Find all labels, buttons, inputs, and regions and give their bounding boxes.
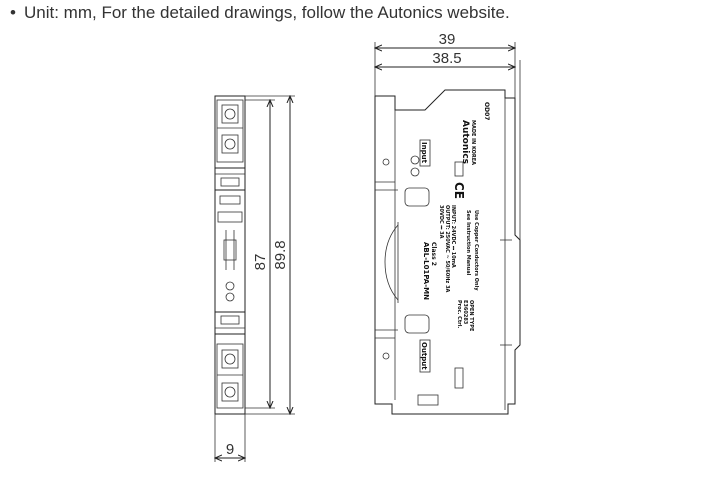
side-top-release [404,187,430,207]
output-label: Output [420,342,428,370]
ce-mark: CE [452,182,466,199]
front-outline [214,95,246,415]
class-label: Class 2 [430,242,437,266]
dim-thickness: 9 [226,441,234,458]
warning-label: See Instruction Manual [465,210,471,276]
proc-label: Proc. Ctrl. [456,300,462,328]
side-dimensions: 39 38.5 [375,31,521,240]
brand-label: Autonics [460,120,470,164]
unit-note-text: Unit: mm, For the detailed drawings, fol… [24,3,510,22]
output-rating-2: 30VDC ⎓ 3A [438,205,444,239]
input-label: Input [420,142,428,164]
input-rating: INPUT: 24VDC ⎓ 10mA [450,205,456,268]
front-dimensions: 87 89.8 9 [215,96,295,462]
output-rating-1: OUTPUT: 250VAC ~ 50/60Hz 3A [444,205,450,293]
unit-note: • Unit: mm, For the detailed drawings, fo… [10,3,510,23]
open-type-label: OPEN TYPE [468,300,474,332]
front-bottom-terminal [216,343,244,409]
copper-label: Use Copper Conductors Only [473,210,479,291]
model-label: ABL-L01PA-MN [422,242,430,300]
bullet: • [10,3,16,22]
side-bottom-release [404,314,430,334]
lot-label: OD07 [483,102,490,120]
made-in-label: MADE IN KOREA [470,120,476,165]
front-top-terminal [216,99,244,163]
dim-width-overall: 39 [439,31,456,48]
side-labels: Autonics MADE IN KOREA OD07 Input CE Use… [419,102,490,373]
e-number-label: E360283 [462,300,468,325]
front-view [214,95,246,415]
dim-height-overall: 89.8 [272,240,289,269]
dim-width-body: 38.5 [432,50,461,67]
dim-height-body: 87 [252,254,269,271]
